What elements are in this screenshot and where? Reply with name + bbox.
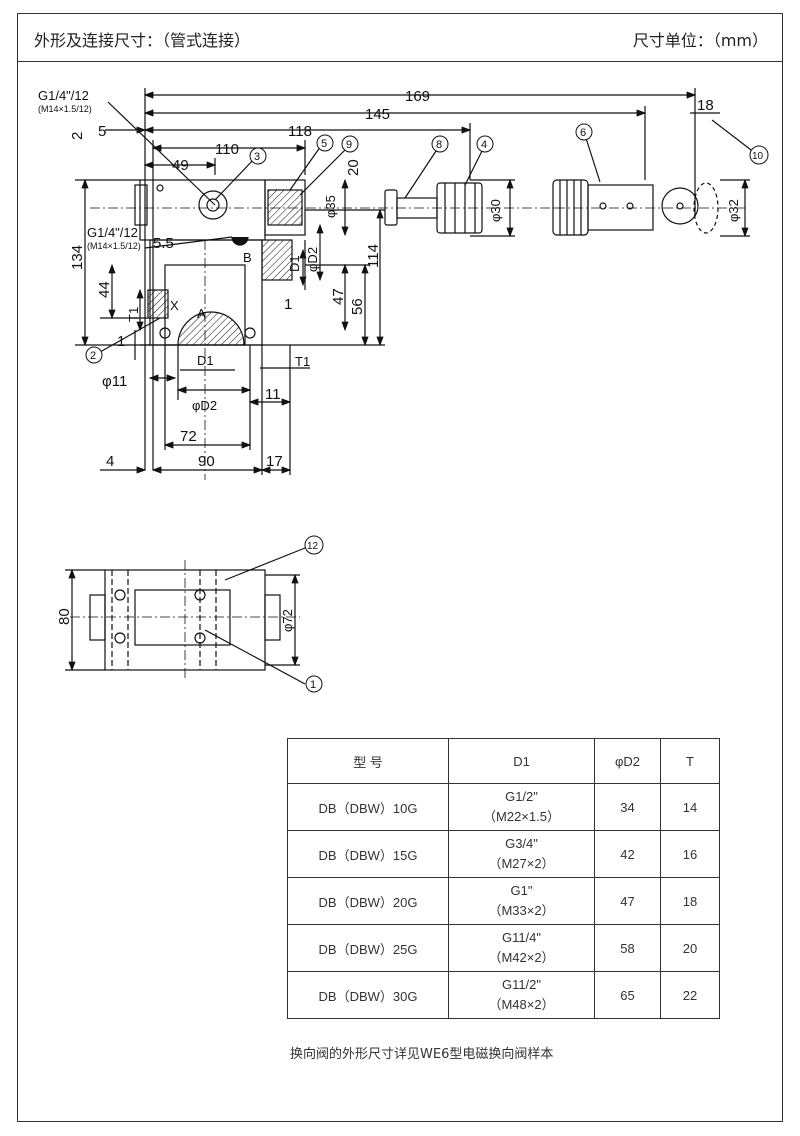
phi72-label: φ72 <box>280 609 295 632</box>
port-b-label: B <box>243 250 252 265</box>
dim-145: 145 <box>365 106 390 123</box>
cell-d2: 42 <box>594 830 661 878</box>
footnote: 换向阀的外形尺寸详见WE6型电磁换向阀样本 <box>290 1047 554 1062</box>
cell-model: DB（DBW）15G <box>287 830 449 878</box>
header-t: T <box>660 738 720 784</box>
dim-5-5: 5.5 <box>153 235 174 252</box>
dim-72: 72 <box>180 428 197 445</box>
callout-10: 10 <box>749 145 769 165</box>
callout-3: 3 <box>249 147 267 165</box>
cell-model: DB（DBW）30G <box>287 971 449 1019</box>
page-title: 外形及连接尺寸：（管式连接） <box>34 31 251 50</box>
phi30-label: φ30 <box>488 199 503 222</box>
cell-d2: 65 <box>594 971 661 1019</box>
cell-d1: G3/4"（M27×2） <box>448 830 595 878</box>
thread-label-mid: G1/4"/12 <box>87 225 138 240</box>
table-header-row: 型 号 D1 φD2 T <box>287 738 720 784</box>
dim-17: 17 <box>266 453 283 470</box>
table-row: DB（DBW）20G G1"（M33×2） 47 18 <box>287 877 720 925</box>
callout-2: 2 <box>85 346 103 364</box>
cell-d1: G1/2"（M22×1.5） <box>448 783 595 831</box>
callout-4: 4 <box>476 135 494 153</box>
d1-vertical-label: D1 <box>287 255 302 272</box>
cell-model: DB（DBW）20G <box>287 877 449 925</box>
table-row: DB（DBW）25G G11/4"（M42×2） 58 20 <box>287 924 720 972</box>
unit-label: 尺寸单位：（mm） <box>632 31 768 50</box>
dim-2: 2 <box>69 132 86 140</box>
thread-label-top: G1/4"/12 <box>38 88 89 103</box>
cell-t: 20 <box>660 924 720 972</box>
cell-t: 18 <box>660 877 720 925</box>
dim-134: 134 <box>69 245 86 270</box>
cell-d1: G11/2"（M48×2） <box>448 971 595 1019</box>
cell-d2: 58 <box>594 924 661 972</box>
svg-text:3: 3 <box>254 151 260 163</box>
phi-d2-vertical-label: φD2 <box>305 247 320 272</box>
svg-text:9: 9 <box>346 139 352 151</box>
thread-label-top-sub: (M14×1.5/12) <box>38 104 92 114</box>
dim-169: 169 <box>405 88 430 105</box>
header-d1: D1 <box>448 738 595 784</box>
table-row: DB（DBW）15G G3/4"（M27×2） 42 16 <box>287 830 720 878</box>
callout-8: 8 <box>431 135 449 153</box>
cell-d1: G1"（M33×2） <box>448 877 595 925</box>
cell-model: DB（DBW）25G <box>287 924 449 972</box>
dim-1a: 1 <box>284 296 292 313</box>
callout-12: 12 <box>304 535 324 555</box>
cell-t: 22 <box>660 971 720 1019</box>
svg-text:1: 1 <box>310 679 316 691</box>
phi35-label: φ35 <box>323 195 338 218</box>
dim-4: 4 <box>106 453 114 470</box>
svg-text:5: 5 <box>321 138 327 150</box>
callout-5: 5 <box>316 134 334 152</box>
t1-left-label: T1 <box>126 307 141 322</box>
dim-118: 118 <box>288 123 312 140</box>
callout-6: 6 <box>575 123 593 141</box>
svg-text:4: 4 <box>481 139 487 151</box>
dim-44: 44 <box>96 281 113 298</box>
svg-text:8: 8 <box>436 139 442 151</box>
header-model: 型 号 <box>287 738 449 784</box>
cell-d1: G11/4"（M42×2） <box>448 924 595 972</box>
cell-model: DB（DBW）10G <box>287 783 449 831</box>
dim-49: 49 <box>172 157 189 174</box>
callout-1: 1 <box>305 675 323 693</box>
dim-5: 5 <box>98 123 106 140</box>
cell-d2: 47 <box>594 877 661 925</box>
cell-t: 16 <box>660 830 720 878</box>
dim-47: 47 <box>330 288 347 305</box>
svg-text:10: 10 <box>752 151 764 162</box>
dim-90: 90 <box>198 453 215 470</box>
cell-t: 14 <box>660 783 720 831</box>
dim-phi11: φ11 <box>102 373 127 390</box>
specification-table: 型 号 D1 φD2 T DB（DBW）10G G1/2"（M22×1.5） 3… <box>287 738 720 1019</box>
page-frame: 外形及连接尺寸：（管式连接） 尺寸单位：（mm） <box>17 13 783 1122</box>
header-bar: 外形及连接尺寸：（管式连接） 尺寸单位：（mm） <box>18 14 782 62</box>
svg-text:2: 2 <box>90 350 96 362</box>
dim-114: 114 <box>365 244 382 268</box>
phi32-label: φ32 <box>726 199 741 222</box>
table-row: DB（DBW）10G G1/2"（M22×1.5） 34 14 <box>287 783 720 831</box>
callouts: 3 5 9 8 4 6 10 2 <box>85 123 769 693</box>
phi-d2-label: φD2 <box>192 398 217 413</box>
port-x-label: X <box>170 298 179 313</box>
svg-text:6: 6 <box>580 127 586 139</box>
dim-1b: 1 <box>117 333 125 350</box>
svg-text:12: 12 <box>307 541 319 552</box>
d1-label: D1 <box>197 353 214 368</box>
thread-label-mid-sub: (M14×1.5/12) <box>87 241 141 251</box>
dim-56: 56 <box>349 298 366 315</box>
dim-110: 110 <box>215 141 239 158</box>
cell-d2: 34 <box>594 783 661 831</box>
header-phi-d2: φD2 <box>594 738 661 784</box>
dim-11: 11 <box>265 386 281 403</box>
t1-right-label: T1 <box>295 354 310 369</box>
dim-18: 18 <box>697 97 714 114</box>
callout-9: 9 <box>341 135 359 153</box>
table-row: DB（DBW）30G G11/2"（M48×2） 65 22 <box>287 971 720 1019</box>
dim-80: 80 <box>56 608 73 625</box>
dim-20: 20 <box>345 159 362 176</box>
port-a-label: A <box>197 306 206 321</box>
